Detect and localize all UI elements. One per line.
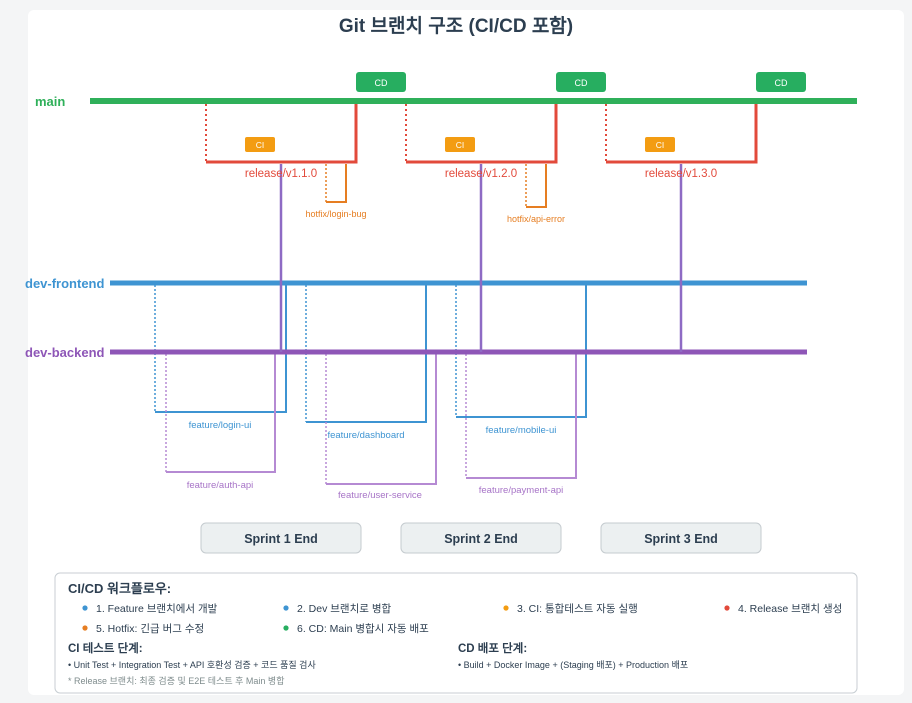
release-label: release/v1.3.0	[645, 168, 717, 180]
feature-label: feature/user-service	[338, 490, 422, 501]
legend-panel: CI/CD 워크플로우: 1. Feature 브랜치에서 개발 2. Dev …	[54, 572, 858, 694]
cd-badge-label: CD	[775, 78, 788, 88]
release-branch-line	[206, 104, 358, 164]
hotfix-label: hotfix/api-error	[507, 214, 565, 224]
feature-branch-line	[466, 354, 577, 479]
ci-badge-box	[445, 137, 475, 152]
feature-label: feature/dashboard	[327, 430, 404, 441]
legend-item: 3. CI: 통합테스트 자동 실행	[517, 603, 638, 615]
feature-label: feature/auth-api	[187, 480, 254, 491]
backend-branch-label: dev-backend	[25, 345, 105, 360]
sprint-3-end-button[interactable]: Sprint 3 End	[600, 522, 762, 554]
ci-badge: CI	[245, 137, 275, 152]
ci-badge: CI	[645, 137, 675, 152]
feature-branch-line	[155, 285, 287, 413]
ci-badge-label: CI	[256, 140, 265, 150]
feature-branch-line	[306, 285, 427, 423]
legend-box	[54, 572, 858, 694]
legend-item: 5. Hotfix: 긴급 버그 수정	[96, 623, 204, 635]
legend-item: 6. CD: Main 병합시 자동 배포	[297, 623, 429, 635]
sprint-2-end-button[interactable]: Sprint 2 End	[400, 522, 562, 554]
feature-branch-line	[326, 354, 437, 485]
cd-badge: CD	[756, 72, 806, 92]
ci-badge-box	[645, 137, 675, 152]
cd-badge: CD	[556, 72, 606, 92]
sprint-button-box	[200, 522, 362, 554]
legend-bullet-icon	[82, 625, 88, 631]
cd-steps-text: • Build + Docker Image + (Staging 배포) + …	[458, 660, 688, 670]
ci-steps-title: CI 테스트 단계:	[68, 641, 143, 655]
sprint-button-label: Sprint 2 End	[444, 532, 518, 546]
cd-badge: CD	[356, 72, 406, 92]
cd-badge-box	[356, 72, 406, 92]
legend-bullet-icon	[503, 605, 509, 611]
hotfix-label: hotfix/login-bug	[305, 209, 366, 219]
hotfix-branch-line	[326, 164, 347, 203]
ci-badge-label: CI	[456, 140, 465, 150]
cd-badge-box	[556, 72, 606, 92]
release-label: release/v1.2.0	[445, 168, 517, 180]
feature-label: feature/mobile-ui	[486, 425, 557, 436]
legend-bullet-icon	[283, 605, 289, 611]
feature-branch-group	[154, 285, 587, 485]
legend-title: CI/CD 워크플로우:	[68, 581, 171, 596]
legend-bullet-icon	[283, 625, 289, 631]
trunk-group	[90, 98, 857, 355]
sprint-1-end-button[interactable]: Sprint 1 End	[200, 522, 362, 554]
feature-branch-line	[166, 354, 276, 473]
legend-bullet-icon	[82, 605, 88, 611]
legend-item: 2. Dev 브랜치로 병합	[297, 603, 391, 615]
cd-badge-box	[756, 72, 806, 92]
release-branch-line	[606, 104, 758, 164]
ci-badge-label: CI	[656, 140, 665, 150]
hotfix-branch-line	[526, 164, 547, 208]
release-group	[205, 104, 758, 208]
page-title: Git 브랜치 구조 (CI/CD 포함)	[339, 15, 573, 37]
sprint-button-box	[600, 522, 762, 554]
cd-steps-title: CD 배포 단계:	[458, 641, 527, 655]
sprint-button-label: Sprint 3 End	[644, 532, 718, 546]
cd-badge-label: CD	[375, 78, 388, 88]
legend-item: 4. Release 브랜치 생성	[738, 603, 842, 615]
feature-label: feature/login-ui	[189, 420, 252, 431]
ci-badge-box	[245, 137, 275, 152]
sprint-button-box	[400, 522, 562, 554]
release-label: release/v1.1.0	[245, 168, 317, 180]
sprint-button-label: Sprint 1 End	[244, 532, 318, 546]
feature-label: feature/payment-api	[479, 485, 564, 496]
frontend-branch-label: dev-frontend	[25, 276, 105, 291]
release-note: * Release 브랜치: 최종 검증 및 E2E 테스트 후 Main 병합	[68, 675, 284, 686]
feature-branch-line	[456, 285, 587, 418]
legend-bullet-icon	[724, 605, 730, 611]
badge-group: CI CD CI CD CI CD	[245, 72, 806, 152]
ci-steps-text: • Unit Test + Integration Test + API 호환성…	[68, 659, 316, 670]
legend-item: 1. Feature 브랜치에서 개발	[96, 603, 218, 615]
release-branch-line	[406, 104, 558, 164]
cd-badge-label: CD	[575, 78, 588, 88]
merge-group	[279, 164, 683, 352]
ci-badge: CI	[445, 137, 475, 152]
main-branch-label: main	[35, 94, 65, 109]
